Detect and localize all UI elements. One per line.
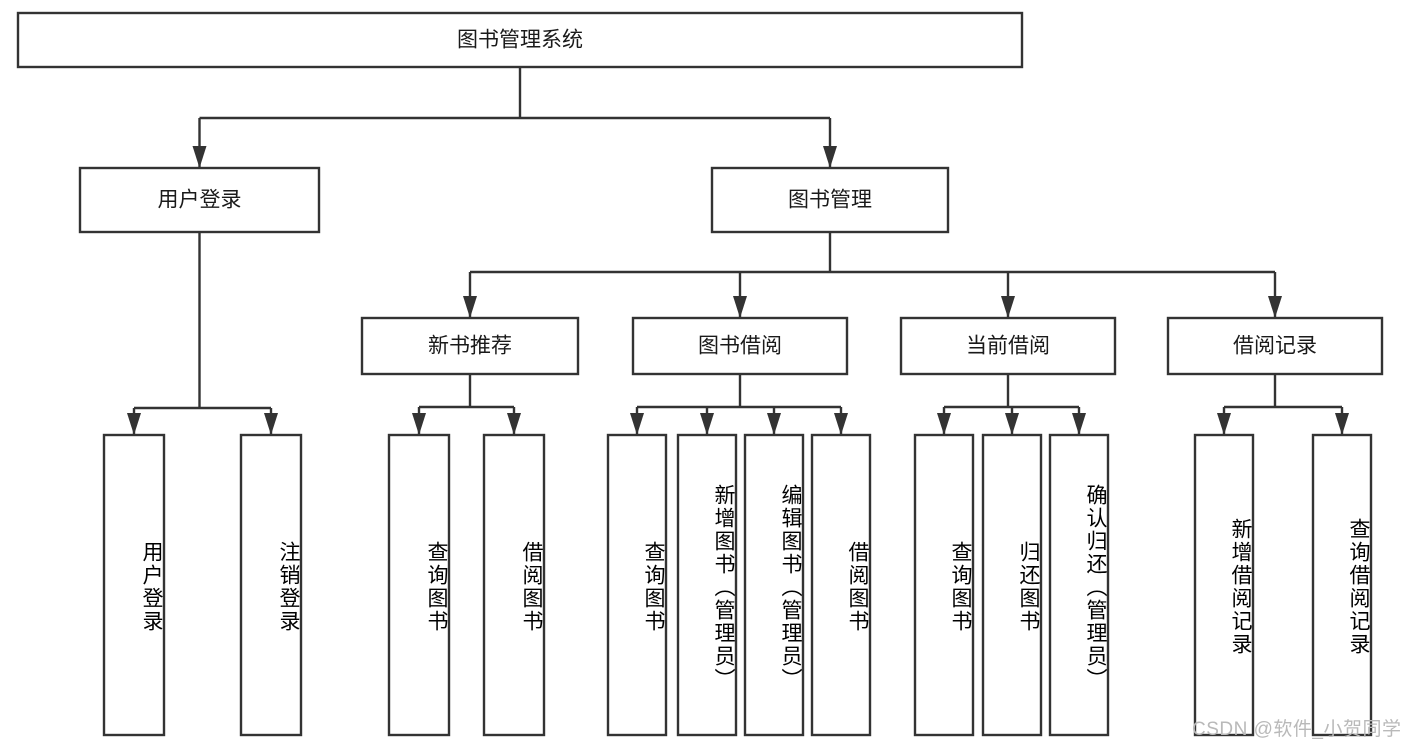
- arrow-head-icon: [127, 413, 141, 435]
- node-box-nbr-borrow-book[interactable]: [482, 433, 546, 737]
- arrow-head-icon: [463, 296, 477, 318]
- node-label-new-book-recommend: 新书推荐: [428, 335, 512, 358]
- arrow-head-icon: [1335, 413, 1349, 435]
- node-box-bb-query-book[interactable]: [606, 433, 668, 737]
- node-box-current-borrow[interactable]: [899, 316, 1117, 376]
- arrow-head-icon: [1072, 413, 1086, 435]
- arrow-head-icon: [192, 146, 207, 168]
- arrow-head-icon: [733, 296, 747, 318]
- node-box-user-login-leaf[interactable]: [102, 433, 166, 737]
- node-box-book-borrow[interactable]: [631, 316, 849, 376]
- node-box-br-query-record[interactable]: [1311, 433, 1373, 737]
- arrow-head-icon: [767, 413, 781, 435]
- arrow-head-icon: [1268, 296, 1282, 318]
- node-box-br-add-record[interactable]: [1193, 433, 1255, 737]
- arrow-head-icon: [412, 413, 426, 435]
- node-label-book-borrow: 图书借阅: [698, 335, 782, 358]
- node-box-cb-confirm-return[interactable]: [1048, 433, 1110, 737]
- arrow-head-icon: [507, 413, 521, 435]
- arrow-head-icon: [823, 146, 837, 168]
- arrow-head-icon: [937, 413, 951, 435]
- node-box-cb-return-book[interactable]: [981, 433, 1043, 737]
- arrow-head-icon: [1005, 413, 1019, 435]
- arrow-head-icon: [1001, 296, 1015, 318]
- node-box-bb-borrow-book[interactable]: [810, 433, 872, 737]
- node-label-root: 图书管理系统: [457, 29, 583, 52]
- node-box-user-login[interactable]: [78, 166, 321, 234]
- connector-layer: [127, 67, 1349, 435]
- node-box-root[interactable]: [16, 11, 1024, 69]
- node-label-current-borrow: 当前借阅: [966, 335, 1050, 358]
- node-box-user-logout-leaf[interactable]: [239, 433, 303, 737]
- arrow-head-icon: [700, 413, 714, 435]
- arrow-head-icon: [1217, 413, 1231, 435]
- node-box-cb-query-book[interactable]: [913, 433, 975, 737]
- node-box-book-management[interactable]: [710, 166, 950, 234]
- node-box-nbr-query-book[interactable]: [387, 433, 451, 737]
- node-box-bb-edit-book[interactable]: [743, 433, 805, 737]
- node-box-new-book-recommend[interactable]: [360, 316, 580, 376]
- node-box-bb-add-book[interactable]: [676, 433, 738, 737]
- node-label-borrow-record: 借阅记录: [1233, 335, 1317, 358]
- arrow-head-icon: [264, 413, 278, 435]
- node-box-borrow-record[interactable]: [1166, 316, 1384, 376]
- node-label-book-management: 图书管理: [788, 189, 872, 212]
- node-label-user-login: 用户登录: [158, 189, 242, 212]
- arrow-head-icon: [630, 413, 644, 435]
- arrow-head-icon: [834, 413, 848, 435]
- node-box-layer: [16, 11, 1384, 737]
- watermark-text: CSDN @软件_小贺同学: [1192, 719, 1402, 740]
